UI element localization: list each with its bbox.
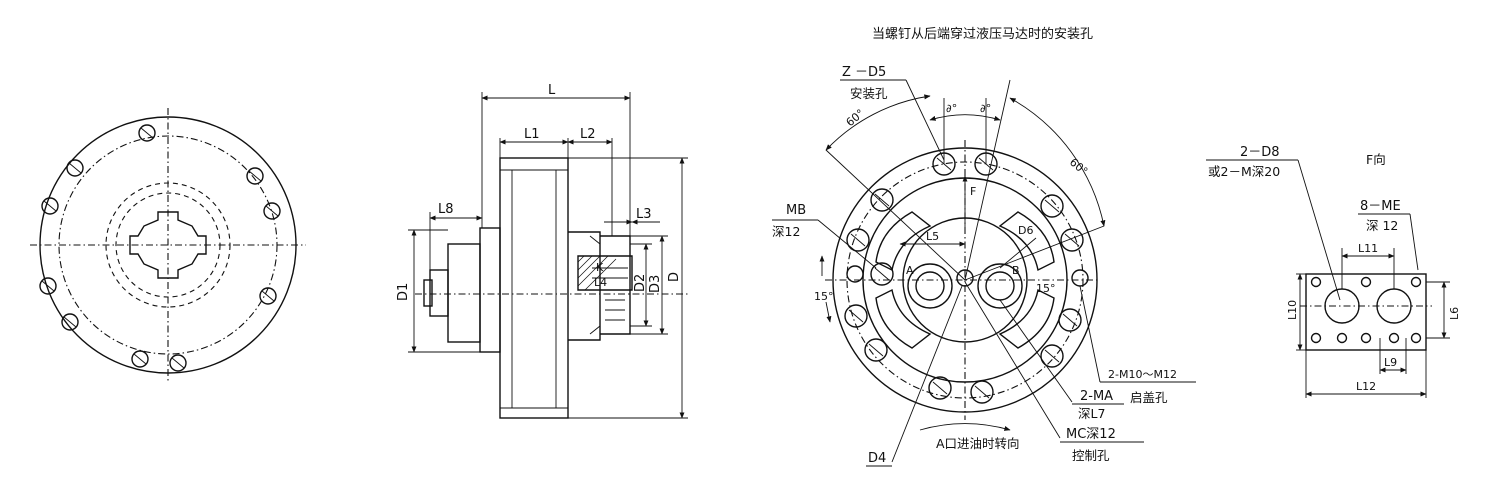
m10-label: 2-M10～M12 (1108, 368, 1177, 381)
side-body-left (499, 157, 569, 419)
z-d5-label: Z －D5 (842, 65, 886, 80)
side-shaft-stub (429, 269, 449, 317)
dim-L2-label: L2 (580, 127, 596, 142)
front-spline-shaft (129, 211, 207, 279)
dim-D2-label: D2 (633, 274, 648, 292)
angle-60-right: 60° (1067, 156, 1090, 178)
angle-60-left-arc (825, 94, 931, 151)
dim-L-label: L (548, 83, 556, 98)
angle-60-right-arc (1009, 97, 1106, 227)
d8-label: 2－D8 (1240, 145, 1280, 160)
port-A-outer (907, 263, 953, 309)
rear-view-title: 当螺钉从后端穿过液压马达时的安装孔 (872, 26, 1093, 42)
dim-L9-label: L9 (1384, 356, 1397, 369)
z-d5-note: 安装孔 (850, 86, 888, 101)
port-A-label: A (906, 264, 914, 277)
front-bolt-holes (39, 124, 281, 372)
front-view (30, 108, 306, 382)
dim-L6-label: L6 (1448, 307, 1461, 320)
dim-D-label: D (667, 272, 682, 282)
port-B-label: B (1012, 264, 1020, 277)
port-B-outer (977, 263, 1023, 309)
side-cutaway (577, 255, 633, 291)
dim-L8-label: L8 (438, 202, 454, 217)
rear-lobe-4 (998, 288, 1055, 349)
f-arrow-label: F (970, 185, 976, 198)
side-rear-cap-2 (600, 235, 631, 335)
angle-60-left: 60° (844, 107, 867, 129)
me-depth: 深 12 (1366, 218, 1398, 233)
angle-15-left: 15° (814, 290, 834, 303)
dim-K-label: K (596, 261, 604, 274)
m10-note: 启盖孔 (1130, 390, 1168, 405)
alpha-arc (929, 114, 1001, 121)
dim-L1-label: L1 (524, 127, 540, 142)
dim-D1-label: D1 (396, 283, 411, 301)
dim-D4-label: D4 (868, 451, 886, 466)
dim-L4-label: L4 (594, 276, 607, 289)
f-view: F向 2－D8 或2－M深20 8－ME 深 12 L11 (1206, 145, 1461, 398)
me-label: 8－ME (1360, 199, 1401, 214)
ma-depth: 深L7 (1078, 406, 1105, 421)
port-B-inner (985, 271, 1015, 301)
mc-label: MC深12 (1066, 427, 1116, 442)
dim-D3-label: D3 (648, 275, 663, 293)
dim-L11-label: L11 (1358, 242, 1378, 255)
dim-L12-label: L12 (1356, 380, 1376, 393)
alpha-label-a: ∂° (946, 102, 957, 115)
f-view-port-block (1305, 273, 1427, 351)
rear-lobe-3 (875, 288, 932, 349)
ma-label: 2-MA (1080, 389, 1113, 404)
mc-note: 控制孔 (1072, 448, 1110, 463)
angle-15-right: 15° (1036, 282, 1056, 295)
dim-L3-label: L3 (636, 207, 652, 222)
d8-alt: 或2－M深20 (1208, 164, 1280, 179)
dim-L5-label: L5 (926, 230, 939, 243)
mb-depth: 深12 (772, 224, 800, 239)
rear-bolt-holes (844, 152, 1089, 404)
port-center (956, 269, 974, 287)
side-shaft-end (423, 279, 433, 307)
rotation-arrow (919, 423, 1011, 431)
mb-label: MB (786, 203, 806, 218)
rotation-note: A口进油时转向 (936, 436, 1020, 451)
rear-view: 当螺钉从后端穿过液压马达时的安装孔 (772, 26, 1196, 467)
f-view-title: F向 (1366, 152, 1386, 167)
alpha-label-b: ∂° (980, 102, 991, 115)
f-small-holes (1310, 276, 1422, 344)
port-A-inner (915, 271, 945, 301)
side-view: L L1 L2 L3 L8 D1 D2 D3 D (396, 83, 690, 419)
dim-D6-label: D6 (1018, 224, 1033, 237)
side-flange (479, 227, 501, 353)
rear-lobe-1 (875, 211, 932, 272)
dim-L10-label: L10 (1286, 300, 1299, 320)
side-hub (447, 243, 481, 343)
